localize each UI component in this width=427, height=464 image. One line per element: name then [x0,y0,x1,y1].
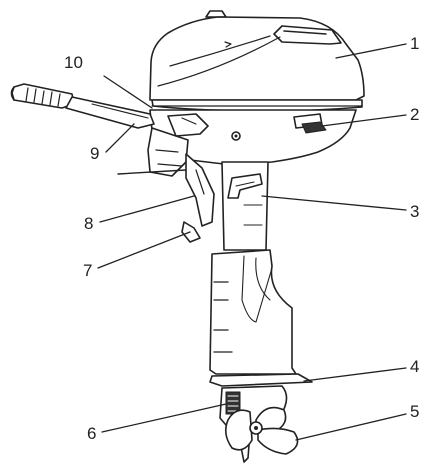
callout-number-8: 8 [84,214,94,233]
callout-number-2: 2 [410,105,420,124]
leader-lines [97,43,407,441]
steering-bracket [117,127,243,243]
callout-number-1: 1 [410,34,420,53]
callout-number-3: 3 [410,202,420,221]
callout-number-10: 10 [64,53,83,72]
callout-number-4: 4 [410,357,420,376]
callout-number-6: 6 [87,424,97,443]
mid-section [221,161,269,251]
propeller [224,406,299,455]
engine-cowling [149,10,365,112]
callout-number-7: 7 [83,261,93,280]
driveshaft-housing [209,249,297,375]
tiller-handle [10,83,155,129]
callout-number-9: 9 [90,144,100,163]
anti-cavitation-plate [209,373,313,387]
callout-number-5: 5 [410,402,420,421]
